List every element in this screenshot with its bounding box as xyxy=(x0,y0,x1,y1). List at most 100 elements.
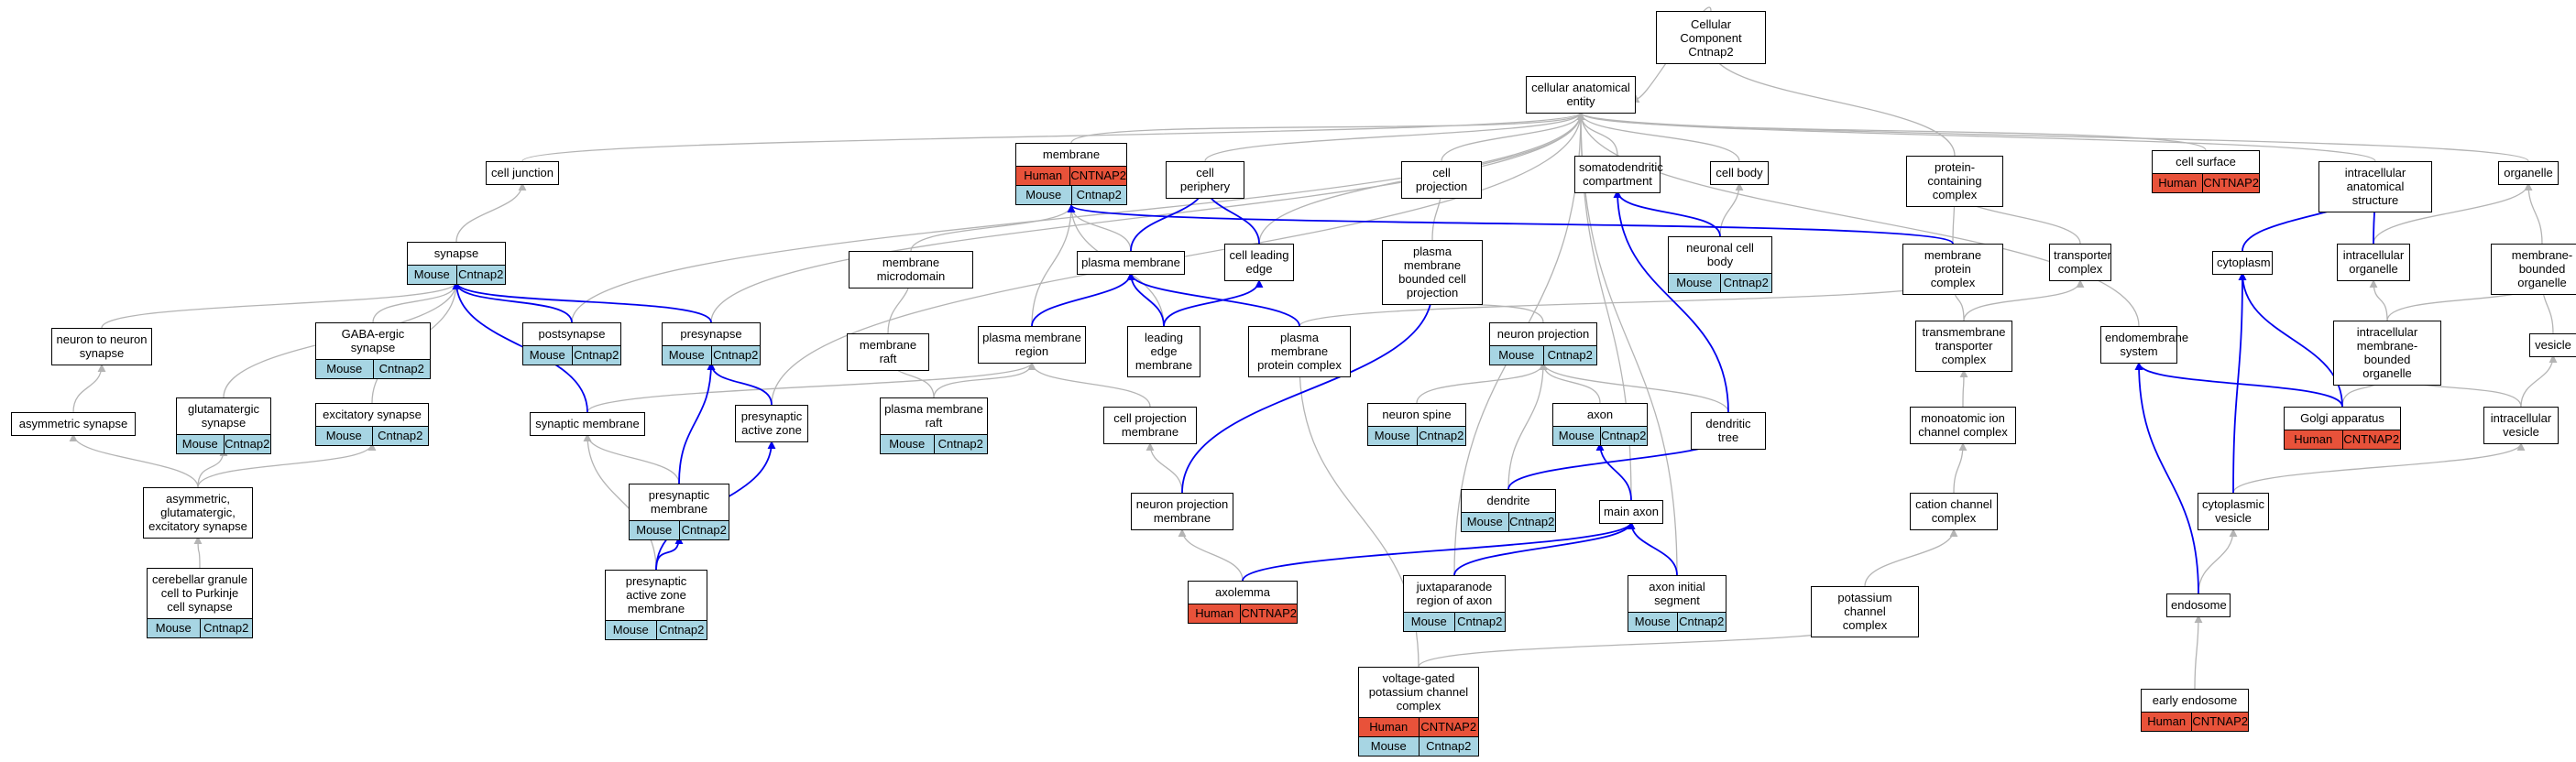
node-main-axon[interactable]: main axon xyxy=(1599,500,1663,524)
node-organelle[interactable]: organelle xyxy=(2498,161,2559,185)
node-title-line: dendrite xyxy=(1486,494,1530,507)
node-title-line: endosome xyxy=(2171,598,2227,612)
node-cell-junction[interactable]: cell junction xyxy=(486,161,559,185)
node-title: cytoplasm xyxy=(2213,252,2272,274)
is-a-edge-early_endosome-to-endosome xyxy=(2194,615,2203,690)
species-label: Mouse xyxy=(663,346,712,365)
is-a-edge-pm_region-to-membrane xyxy=(1031,204,1076,327)
node-endosome[interactable]: endosome xyxy=(2166,593,2231,617)
node-cell-body[interactable]: cell body xyxy=(1710,161,1769,185)
node-dendritic-tree[interactable]: dendritic tree xyxy=(1691,412,1766,450)
node-title-line: asymmetric, xyxy=(165,492,231,506)
node-title-line: plasma membrane xyxy=(1403,245,1462,272)
gene-label: Cntnap2 xyxy=(713,348,759,362)
node-plasma-membrane[interactable]: plasma membrane xyxy=(1077,251,1185,275)
node-asymmetric-synapse[interactable]: asymmetric synapse xyxy=(11,412,136,436)
is-a-edge-cp_membrane-to-pm_region xyxy=(1027,362,1151,408)
node-title-line: plasma membrane xyxy=(884,402,983,416)
is-a-edge-dendrite-to-neuron_projection xyxy=(1507,362,1548,490)
node-title-line: entity xyxy=(1566,94,1595,108)
node-membrane-raft[interactable]: membrane raft xyxy=(847,333,929,371)
is-a-edge-asym_glut_exc-to-excitatory_synapse xyxy=(197,442,377,488)
node-title: GABA-ergic synapse xyxy=(316,323,430,359)
node-title-line: active zone xyxy=(741,423,802,437)
node-title-line: complex xyxy=(1931,511,1977,525)
node-title: organelle xyxy=(2499,162,2558,184)
node-intracellular-anat[interactable]: intracellular anatomical structure xyxy=(2318,161,2432,212)
node-title-line: protein complex xyxy=(1257,358,1342,372)
node-title-line: cerebellar granule xyxy=(151,572,248,586)
gene-label: CNTNAP2 xyxy=(1241,606,1297,620)
node-synaptic-membrane[interactable]: synaptic membrane xyxy=(530,412,645,436)
node-cell-projection[interactable]: cell projection xyxy=(1401,161,1482,199)
node-title-line: membrane xyxy=(627,602,685,615)
node-membrane-microdomain[interactable]: membrane microdomain xyxy=(849,251,973,288)
is-a-edge-membrane_microdomain-to-membrane xyxy=(910,204,1076,252)
is-a-edge-cell_body-to-cae xyxy=(1576,112,1740,162)
node-vesicle[interactable]: vesicle xyxy=(2529,333,2576,357)
species-label: Human xyxy=(1016,167,1071,185)
is-a-edge-endosome-to-cytoplasmic_vesicle xyxy=(2198,528,2238,594)
node-cell-periphery[interactable]: cell periphery xyxy=(1166,161,1244,199)
node-title-line: complex xyxy=(1930,276,1976,289)
node-title-line: cytoplasmic xyxy=(2202,497,2264,511)
node-cytoplasm[interactable]: cytoplasm xyxy=(2212,251,2273,275)
node-asym-glut-exc[interactable]: asymmetric,glutamatergic,excitatory syna… xyxy=(143,487,253,539)
gene-label: Cntnap2 xyxy=(1419,429,1464,442)
